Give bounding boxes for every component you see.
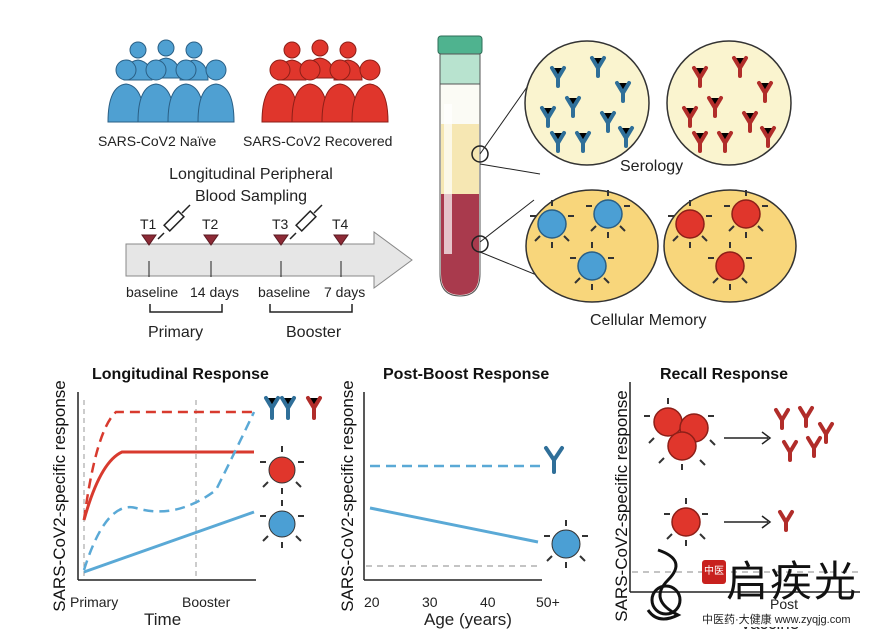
longitudinal-ylabel: SARS-CoV2-specific response xyxy=(50,380,69,612)
postboost-xtick-50: 50+ xyxy=(536,594,560,610)
recovered-cellular-curve xyxy=(82,450,254,521)
sampling-title-line2: Blood Sampling xyxy=(194,188,308,205)
recovered-serology-curve xyxy=(82,410,254,521)
timepoint-label-14-days: 14 days xyxy=(190,284,240,300)
timepoint-t2: T2 xyxy=(202,216,219,232)
group-brackets xyxy=(149,304,353,313)
naive-people-icon xyxy=(107,39,235,123)
recall-plot xyxy=(629,382,860,593)
watermark-brand: 启疾光 xyxy=(726,557,859,606)
sampling-title: Longitudinal Peripheral Blood Sampling xyxy=(140,164,362,208)
timepoint-label-baseline-2: baseline xyxy=(258,284,311,300)
recovered-label: SARS-CoV2 Recovered xyxy=(243,133,393,149)
recall-title: Recall Response xyxy=(660,366,789,383)
cellular-recovered-circle xyxy=(663,189,797,303)
longitudinal-plot xyxy=(77,392,256,581)
naive-serology-curve xyxy=(82,411,256,571)
postboost-xtick-40: 40 xyxy=(480,594,496,610)
connector-lines xyxy=(479,79,545,279)
naive-postboost-cellular-line xyxy=(369,506,539,544)
watermark-url: 中医药·大健康 www.zyqjg.com xyxy=(700,611,853,627)
recovered-people-icon xyxy=(261,39,389,123)
serology-recovered-circle xyxy=(666,40,792,166)
naive-label: SARS-CoV2 Naïve xyxy=(98,133,217,149)
longitudinal-xtick-primary: Primary xyxy=(70,594,119,610)
cellular-naive-circle xyxy=(525,189,659,303)
longitudinal-xlabel: Time xyxy=(144,610,182,629)
group-label-primary: Primary xyxy=(148,324,204,341)
serology-label: Serology xyxy=(620,158,684,175)
postboost-title: Post-Boost Response xyxy=(383,366,550,383)
postboost-ylabel: SARS-CoV2-specific response xyxy=(338,380,357,612)
postboost-xtick-20: 20 xyxy=(364,594,380,610)
postboost-bcell-icon xyxy=(544,520,588,568)
naive-cellular-curve xyxy=(83,510,255,574)
serology-naive-circle xyxy=(524,40,650,166)
timepoint-markers xyxy=(141,234,349,277)
antibody-legend-icon xyxy=(260,396,322,548)
cellular-label: Cellular Memory xyxy=(590,312,707,329)
longitudinal-title: Longitudinal Response xyxy=(92,366,269,383)
timepoint-t3: T3 xyxy=(272,216,289,232)
postboost-plot xyxy=(363,392,542,581)
longitudinal-xtick-booster: Booster xyxy=(182,594,231,610)
postboost-antibody-icon xyxy=(544,446,564,474)
syringe-icon-2 xyxy=(289,204,323,240)
sampling-title-line1: Longitudinal Peripheral xyxy=(169,166,333,183)
timepoint-label-baseline-1: baseline xyxy=(126,284,179,300)
group-label-booster: Booster xyxy=(286,324,342,341)
timepoint-t4: T4 xyxy=(332,216,349,232)
watermark-seal: 中医 xyxy=(702,560,726,584)
postboost-xlabel: Age (years) xyxy=(424,610,512,629)
watermark-dragon-logo xyxy=(646,548,682,621)
recall-xtick-post: Post xyxy=(770,596,799,612)
blood-tube-icon xyxy=(437,35,489,297)
postboost-xtick-30: 30 xyxy=(422,594,438,610)
timepoint-label-7-days: 7 days xyxy=(324,284,366,300)
syringe-icon xyxy=(157,204,191,240)
timepoint-t1: T1 xyxy=(140,216,157,232)
